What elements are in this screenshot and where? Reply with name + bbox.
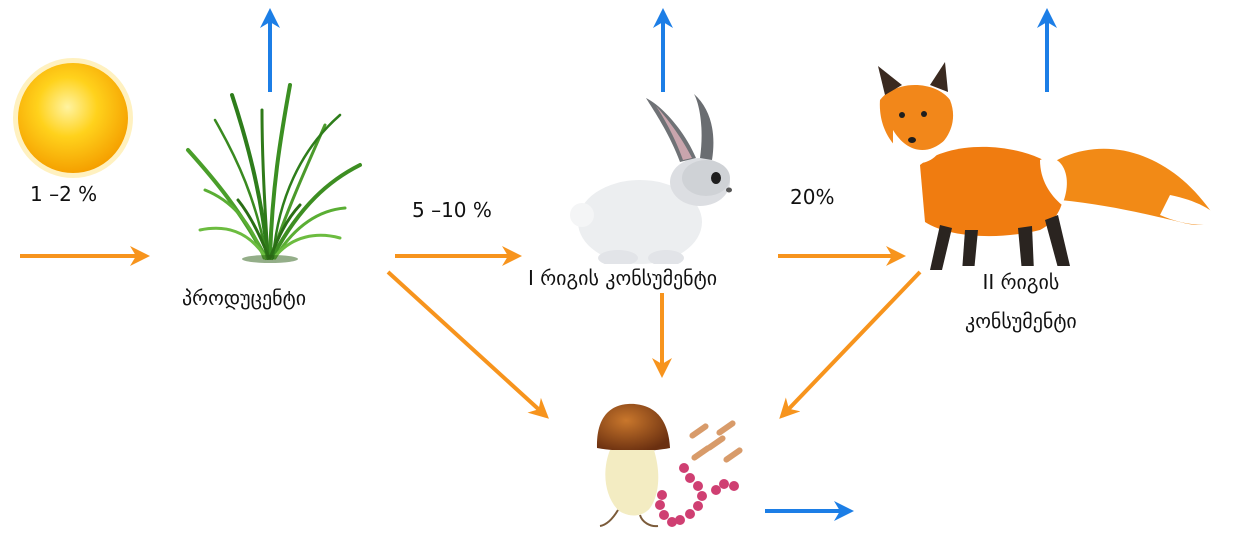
consumer2-label: II რიგის კონსუმენტი xyxy=(955,266,1087,342)
bacteria-icon xyxy=(655,420,743,527)
arrow-producer-to-decomposer xyxy=(386,270,549,419)
producer-percent-label: 5 –10 % xyxy=(412,198,492,222)
sun-icon xyxy=(13,58,133,178)
consumer2-label-line1: II რიგის xyxy=(982,270,1060,294)
consumer2-label-line2: კონსუმენტი xyxy=(965,309,1077,333)
rabbit-icon xyxy=(570,94,732,266)
mushroom-icon xyxy=(596,403,670,528)
sun-percent-label: 1 –2 % xyxy=(22,180,106,209)
producer-label: პროდუცენტი xyxy=(170,280,319,317)
grass-icon xyxy=(186,83,362,263)
fox-icon xyxy=(878,62,1222,272)
consumer1-label: I რიგის კონსუმენტი xyxy=(518,264,728,293)
arrow-consumer2-to-decomposer xyxy=(779,270,922,419)
consumer1-percent-label: 20% xyxy=(790,185,835,209)
